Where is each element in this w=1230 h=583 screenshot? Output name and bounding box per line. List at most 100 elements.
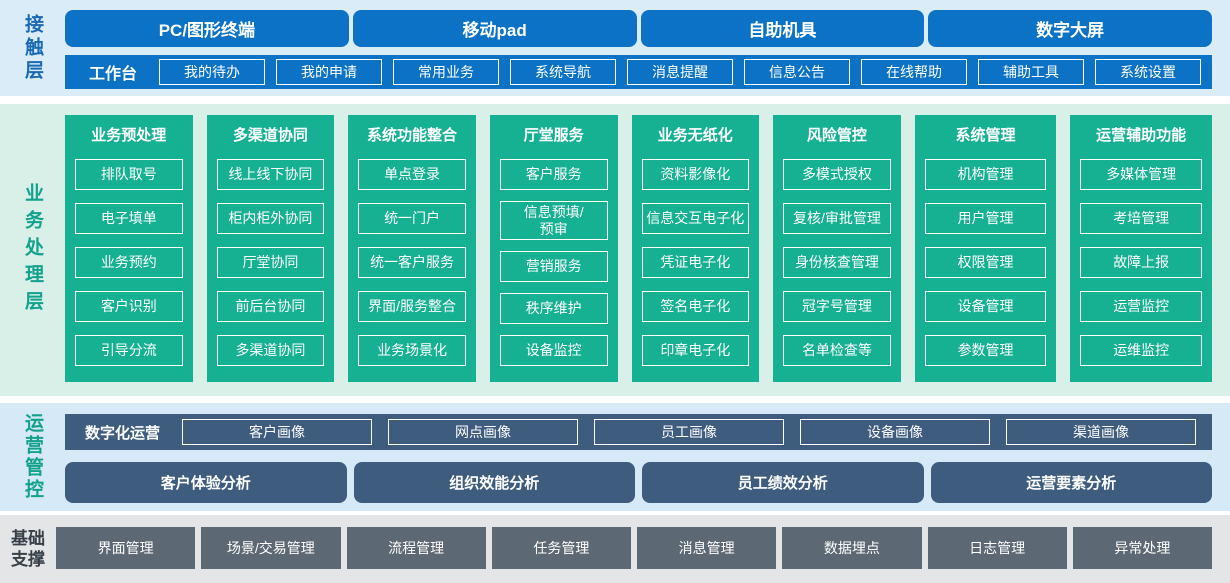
contact-layer-label-area: 接触层 bbox=[0, 0, 65, 96]
business-item: 设备管理 bbox=[924, 291, 1047, 322]
business-column-items: 机构管理 用户管理 权限管理 设备管理 参数管理 bbox=[924, 159, 1047, 366]
profile-employee: 员工画像 bbox=[594, 419, 785, 445]
foundation-item-interface-mgmt: 界面管理 bbox=[56, 527, 196, 569]
foundation-item-data-tracking: 数据埋点 bbox=[782, 527, 922, 569]
foundation-support-layer: 基础支撑 界面管理 场景/交易管理 流程管理 任务管理 消息管理 数据埋点 日志… bbox=[0, 515, 1230, 583]
analysis-operation-elements: 运营要素分析 bbox=[930, 462, 1212, 503]
business-item: 前后台协同 bbox=[216, 291, 325, 322]
business-item: 业务预约 bbox=[75, 247, 183, 278]
business-column-title: 系统功能整合 bbox=[367, 127, 458, 144]
operations-control-layer: 运营管控 数字化运营 客户画像 网点画像 员工画像 设备画像 渠道画像 客户体验… bbox=[0, 403, 1230, 511]
business-item: 柜内柜外协同 bbox=[216, 203, 325, 234]
analysis-row: 客户体验分析 组织效能分析 员工绩效分析 运营要素分析 bbox=[65, 462, 1212, 503]
business-item: 客户识别 bbox=[75, 291, 183, 322]
business-item: 多模式授权 bbox=[783, 159, 891, 190]
business-item: 业务场景化 bbox=[358, 335, 466, 366]
digital-operations-label: 数字化运营 bbox=[85, 424, 161, 442]
business-item: 排队取号 bbox=[75, 159, 183, 190]
workbench-item-online-help: 在线帮助 bbox=[861, 59, 968, 85]
business-item: 信息交互电子化 bbox=[641, 203, 750, 234]
business-item: 统一门户 bbox=[358, 203, 466, 234]
business-item: 参数管理 bbox=[924, 335, 1047, 366]
business-column-items: 线上线下协同 柜内柜外协同 厅堂协同 前后台协同 多渠道协同 bbox=[216, 159, 325, 366]
business-item: 厅堂协同 bbox=[216, 247, 325, 278]
business-item: 引导分流 bbox=[75, 335, 183, 366]
digital-operations-bar: 数字化运营 客户画像 网点画像 员工画像 设备画像 渠道画像 bbox=[65, 414, 1212, 450]
business-item: 多渠道协同 bbox=[216, 335, 325, 366]
business-column-title: 业务无纸化 bbox=[657, 127, 733, 144]
business-item: 设备监控 bbox=[499, 334, 608, 366]
business-item: 统一客户服务 bbox=[358, 247, 466, 278]
profile-branch: 网点画像 bbox=[388, 419, 579, 445]
business-item: 多媒体管理 bbox=[1080, 159, 1202, 190]
foundation-item-process-mgmt: 流程管理 bbox=[346, 527, 486, 569]
business-item: 冠字号管理 bbox=[783, 291, 891, 322]
business-column-system-management: 系统管理 机构管理 用户管理 权限管理 设备管理 参数管理 bbox=[914, 115, 1057, 382]
business-item: 运维监控 bbox=[1080, 335, 1202, 366]
workbench-item-my-applications: 我的申请 bbox=[276, 59, 383, 85]
business-item: 信息预填/ 预审 bbox=[499, 200, 608, 241]
business-item: 印章电子化 bbox=[641, 335, 750, 366]
business-column-hall-service: 厅堂服务 客户服务 信息预填/ 预审 营销服务 秩序维护 设备监控 bbox=[489, 115, 618, 382]
workbench-item-information-notice: 信息公告 bbox=[744, 59, 851, 85]
workbench-item-my-todo: 我的待办 bbox=[159, 59, 266, 85]
business-column-title: 风险管控 bbox=[806, 127, 867, 144]
foundation-item-scene-transaction-mgmt: 场景/交易管理 bbox=[201, 527, 341, 569]
contact-layer-label: 接触层 bbox=[22, 13, 43, 83]
foundation-layer-body: 界面管理 场景/交易管理 流程管理 任务管理 消息管理 数据埋点 日志管理 异常… bbox=[56, 515, 1230, 583]
foundation-layer-label: 基础支撑 bbox=[11, 528, 45, 569]
workbench-item-auxiliary-tools: 辅助工具 bbox=[978, 59, 1085, 85]
business-item: 电子填单 bbox=[75, 203, 183, 234]
business-column-items: 排队取号 电子填单 业务预约 客户识别 引导分流 bbox=[75, 159, 183, 366]
business-item: 身份核查管理 bbox=[783, 247, 891, 278]
business-layer-body: 业务预处理 排队取号 电子填单 业务预约 客户识别 引导分流 多渠道协同 线上线… bbox=[65, 104, 1230, 396]
profile-device: 设备画像 bbox=[800, 419, 991, 445]
business-column-items: 多模式授权 复核/审批管理 身份核查管理 冠字号管理 名单检查等 bbox=[783, 159, 891, 366]
business-column-items: 多媒体管理 考培管理 故障上报 运营监控 运维监控 bbox=[1080, 159, 1202, 366]
terminal-self-service: 自助机具 bbox=[640, 10, 925, 47]
terminal-mobile-pad: 移动pad bbox=[352, 10, 637, 47]
operations-layer-body: 数字化运营 客户画像 网点画像 员工画像 设备画像 渠道画像 客户体验分析 组织… bbox=[65, 403, 1230, 511]
business-item: 资料影像化 bbox=[641, 159, 750, 190]
profile-channel: 渠道画像 bbox=[1006, 419, 1197, 445]
business-column-title: 系统管理 bbox=[955, 127, 1016, 144]
terminal-row: PC/图形终端 移动pad 自助机具 数字大屏 bbox=[65, 10, 1212, 47]
business-item: 界面/服务整合 bbox=[358, 291, 466, 322]
business-item: 运营监控 bbox=[1080, 291, 1202, 322]
business-column-system-integration: 系统功能整合 单点登录 统一门户 统一客户服务 界面/服务整合 业务场景化 bbox=[348, 115, 476, 382]
business-column-items: 客户服务 信息预填/ 预审 营销服务 秩序维护 设备监控 bbox=[499, 159, 608, 366]
business-item: 考培管理 bbox=[1080, 203, 1202, 234]
business-column-title: 厅堂服务 bbox=[523, 127, 584, 144]
workbench-item-common-business: 常用业务 bbox=[393, 59, 500, 85]
foundation-item-message-mgmt: 消息管理 bbox=[637, 527, 777, 569]
business-item: 秩序维护 bbox=[499, 293, 608, 325]
business-column-preprocessing: 业务预处理 排队取号 电子填单 业务预约 客户识别 引导分流 bbox=[65, 115, 193, 382]
analysis-customer-experience: 客户体验分析 bbox=[65, 462, 347, 503]
business-column-ops-auxiliary: 运营辅助功能 多媒体管理 考培管理 故障上报 运营监控 运维监控 bbox=[1070, 115, 1212, 382]
terminal-digital-screen: 数字大屏 bbox=[928, 10, 1212, 47]
business-item: 单点登录 bbox=[358, 159, 466, 190]
foundation-item-task-mgmt: 任务管理 bbox=[491, 527, 631, 569]
business-column-title: 业务预处理 bbox=[91, 127, 167, 144]
business-column-items: 单点登录 统一门户 统一客户服务 界面/服务整合 业务场景化 bbox=[358, 159, 466, 366]
business-item: 凭证电子化 bbox=[641, 247, 750, 278]
workbench-item-system-settings: 系统设置 bbox=[1095, 59, 1202, 85]
analysis-organization-efficiency: 组织效能分析 bbox=[353, 462, 635, 503]
contact-layer-body: PC/图形终端 移动pad 自助机具 数字大屏 工作台 我的待办 我的申请 常用… bbox=[65, 0, 1230, 96]
foundation-item-exception-handling: 异常处理 bbox=[1072, 527, 1212, 569]
business-column-title: 运营辅助功能 bbox=[1096, 127, 1187, 144]
workbench-item-message-reminder: 消息提醒 bbox=[627, 59, 734, 85]
business-item: 线上线下协同 bbox=[216, 159, 325, 190]
business-item: 营销服务 bbox=[499, 251, 608, 283]
business-layer-label-area: 业务处理层 bbox=[0, 104, 65, 396]
business-item: 客户服务 bbox=[499, 159, 608, 190]
business-item: 权限管理 bbox=[924, 247, 1047, 278]
business-item: 名单检查等 bbox=[783, 335, 891, 366]
foundation-item-log-mgmt: 日志管理 bbox=[927, 527, 1067, 569]
business-column-title: 多渠道协同 bbox=[232, 127, 308, 144]
business-item: 用户管理 bbox=[924, 203, 1047, 234]
business-item: 签名电子化 bbox=[641, 291, 750, 322]
workbench-bar: 工作台 我的待办 我的申请 常用业务 系统导航 消息提醒 信息公告 在线帮助 辅… bbox=[65, 55, 1212, 89]
terminal-pc: PC/图形终端 bbox=[65, 10, 349, 47]
